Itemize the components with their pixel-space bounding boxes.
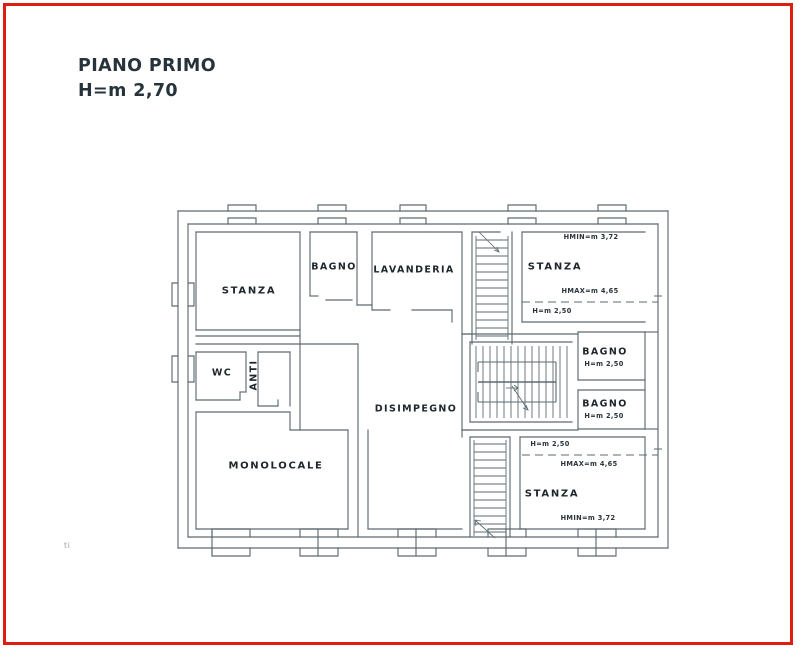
stair-lower-right-arrow: [474, 519, 496, 539]
window-north-4-inner: [507, 217, 537, 225]
window-south-4: [487, 547, 527, 557]
height-note-stanza-se-h: H=m 2,50: [530, 440, 570, 448]
page-title: PIANO PRIMO: [78, 56, 216, 76]
window-south-3: [397, 547, 437, 557]
window-north-1: [227, 204, 257, 212]
room-label-bagno-east-lower: BAGNO: [582, 398, 628, 410]
room-label-stanza-se: STANZA: [524, 488, 580, 500]
room-label-disimpegno: DISIMPEGNO: [374, 403, 458, 415]
sheet-corner-mark: ti: [64, 541, 71, 550]
window-north-2-inner: [317, 217, 347, 225]
window-south-2: [299, 547, 339, 557]
room-label-bagno-north: BAGNO: [311, 261, 357, 273]
height-note-stanza-se-min: HMIN=m 3,72: [560, 514, 616, 522]
window-north-5-inner: [597, 217, 627, 225]
window-west-2: [171, 355, 179, 383]
dashed-line-se-endcap: [654, 448, 662, 462]
room-label-anti: ANTI: [248, 359, 260, 391]
height-note-stanza-se-max: HMAX=m 4,65: [560, 460, 618, 468]
window-south-1: [211, 547, 251, 557]
window-south-1-inner: [211, 528, 251, 538]
stair-lower-right: [473, 440, 507, 539]
window-south-3-inner: [397, 528, 437, 538]
dashed-line-ne-endcap: [654, 295, 662, 310]
window-north-3-inner: [399, 217, 427, 225]
stair-center: [475, 346, 568, 418]
stair-upper-right-arrow: [478, 231, 500, 253]
room-label-bagno-east-upper: BAGNO: [582, 346, 628, 358]
window-north-2: [317, 204, 347, 212]
wall-lines: [171, 204, 669, 557]
window-west-2-inner: [187, 355, 195, 383]
height-note-stanza-ne-max: HMAX=m 4,65: [561, 287, 619, 295]
window-north-1-inner: [227, 217, 257, 225]
room-label-stanza-nw: STANZA: [221, 285, 277, 297]
window-south-5-inner: [577, 528, 617, 538]
room-label-monolocale: MONOLOCALE: [228, 460, 324, 472]
window-south-4-inner: [487, 528, 527, 538]
page-subtitle-height: H=m 2,70: [78, 81, 179, 102]
window-north-4: [507, 204, 537, 212]
window-south-2-inner: [299, 528, 339, 538]
room-label-wc: WC: [211, 367, 233, 379]
height-note-bagno-east-lower: H=m 2,50: [584, 412, 624, 420]
window-north-5: [597, 204, 627, 212]
stair-center-arrow: [511, 385, 529, 411]
window-north-3: [399, 204, 427, 212]
room-label-lavanderia: LAVANDERIA: [373, 264, 455, 276]
stair-upper-right: [475, 231, 509, 340]
window-south-5: [577, 547, 617, 557]
height-note-bagno-east-upper: H=m 2,50: [584, 360, 624, 368]
height-note-stanza-ne-min: HMIN=m 3,72: [563, 233, 619, 241]
window-west-1: [171, 282, 179, 307]
room-label-stanza-ne: STANZA: [527, 261, 583, 273]
roof-break-dashed-lines: [522, 301, 658, 456]
plan-title-block: PIANO PRIMO H=m 2,70: [78, 54, 216, 105]
height-note-stanza-ne-h: H=m 2,50: [532, 307, 572, 315]
window-west-1-inner: [187, 282, 195, 307]
